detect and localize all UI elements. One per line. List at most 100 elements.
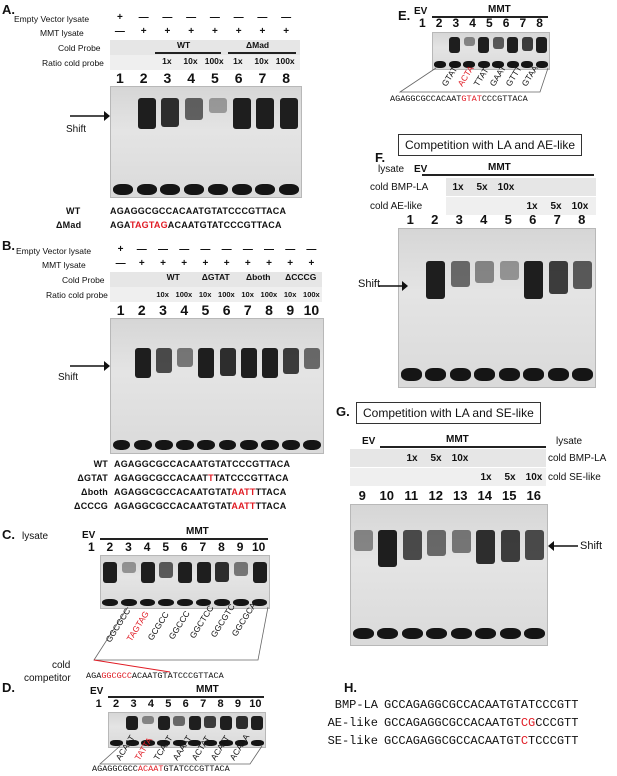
lane-number: 7 (243, 302, 252, 318)
gel-free-probe (172, 740, 186, 746)
panel-g-lysate: lysate (556, 436, 583, 447)
gel-free-probe (450, 628, 472, 640)
gel-free-probe (231, 183, 252, 195)
ratio-label: 100x (204, 56, 224, 66)
gel-shift-band (232, 98, 251, 129)
panel-f-ev: EV (414, 164, 428, 175)
ratio-label: 1x (480, 472, 492, 483)
gel-free-probe (219, 740, 233, 746)
ev-mark: — (257, 12, 268, 23)
panel-c-gel (100, 555, 270, 609)
group-label: ΔCCCG (285, 272, 317, 282)
mmt-mark: — (115, 258, 126, 269)
lane-number: 10 (251, 540, 266, 554)
lane-number: 1 (116, 302, 125, 318)
ratio-label: 5x (504, 472, 516, 483)
panel-c-mmt-line (100, 538, 268, 540)
lane-number: 2 (139, 70, 148, 86)
gel-shift-band (451, 530, 471, 554)
lane-number: 16 (526, 488, 541, 503)
panel-f-mmt-line (422, 174, 594, 176)
panel-b-gel (110, 318, 324, 454)
gel-free-probe (255, 183, 276, 195)
panel-a-group-dmad: ΔMad (246, 40, 270, 50)
gel-shift-band (283, 348, 300, 375)
panel-f-cold-ae: cold AE-like (370, 201, 423, 212)
group-label: Δboth (245, 272, 271, 282)
gel-free-probe (492, 61, 505, 68)
gel-free-probe (352, 628, 374, 640)
mmt-mark: + (308, 258, 315, 269)
lane-number: 3 (452, 16, 460, 30)
panel-f-gel (398, 228, 596, 388)
lane-number: 2 (435, 16, 443, 30)
gel-free-probe (434, 61, 447, 68)
panel-c-lysate: lysate (22, 531, 49, 542)
gel-shift-band (525, 530, 545, 561)
ev-mark: — (264, 244, 275, 255)
gel-shift-band (499, 260, 519, 281)
gel-free-probe (498, 368, 520, 381)
gel-shift-band (173, 716, 186, 726)
ratio-label: 100x (260, 290, 278, 299)
gel-shift-band (507, 36, 519, 53)
panel-a-mmt-marks: —+++++++ (108, 26, 298, 37)
panel-a-shift-label: Shift (66, 124, 87, 135)
lane-number: 4 (147, 698, 154, 710)
panel-a-row-ratio: Ratio cold probe (42, 58, 104, 68)
mmt-mark: + (138, 258, 145, 269)
panel-c-mmt: MMT (186, 526, 209, 537)
gel-shift-band (177, 348, 194, 368)
mmt-mark: + (266, 258, 272, 269)
lane-number: 15 (502, 488, 517, 503)
lane-number: 9 (236, 540, 244, 554)
ev-mark: — (285, 244, 296, 255)
ev-mark: — (221, 244, 232, 255)
ev-mark: — (158, 244, 168, 255)
panel-e-mmt: MMT (488, 4, 511, 15)
gel-shift-band (524, 260, 544, 299)
ratio-label: 1x (526, 201, 538, 212)
panel-f-title: Competition with LA and AE-like (398, 134, 583, 156)
panel-d-mmt-line (108, 696, 264, 698)
gel-free-probe (203, 740, 217, 746)
gel-free-probe (160, 183, 181, 195)
ratio-label: 10x (156, 290, 169, 299)
gel-free-probe (499, 628, 521, 640)
lane-number: 4 (143, 540, 151, 554)
gel-shift-band (478, 36, 490, 53)
gel-shift-band (220, 716, 232, 730)
gel-free-probe (261, 439, 279, 451)
lane-number: 1 (95, 698, 102, 710)
gel-free-probe (448, 61, 461, 68)
ev-mark: — (306, 244, 317, 255)
lane-number: 11 (404, 488, 419, 503)
lane-number: 5 (201, 302, 210, 318)
panel-d-gel (108, 712, 266, 748)
lane-number: 13 (453, 488, 468, 503)
gel-free-probe (233, 598, 249, 606)
gel-shift-band (235, 716, 248, 730)
gel-shift-band (208, 98, 227, 114)
panel-c-ev: EV (82, 530, 96, 541)
ratio-label: 1x (452, 182, 464, 193)
panel-g-mmt-line (380, 446, 546, 448)
ratio-label: 10x (451, 453, 469, 464)
gel-free-probe (121, 598, 137, 606)
gel-shift-band (427, 530, 447, 556)
gel-shift-band (161, 98, 180, 127)
lane-number: 4 (480, 212, 488, 227)
panel-a-ev-marks: +——————— (108, 12, 298, 23)
lane-number: 6 (234, 70, 243, 86)
lane-number: 3 (163, 70, 172, 86)
panel-f-mmt: MMT (488, 162, 511, 173)
